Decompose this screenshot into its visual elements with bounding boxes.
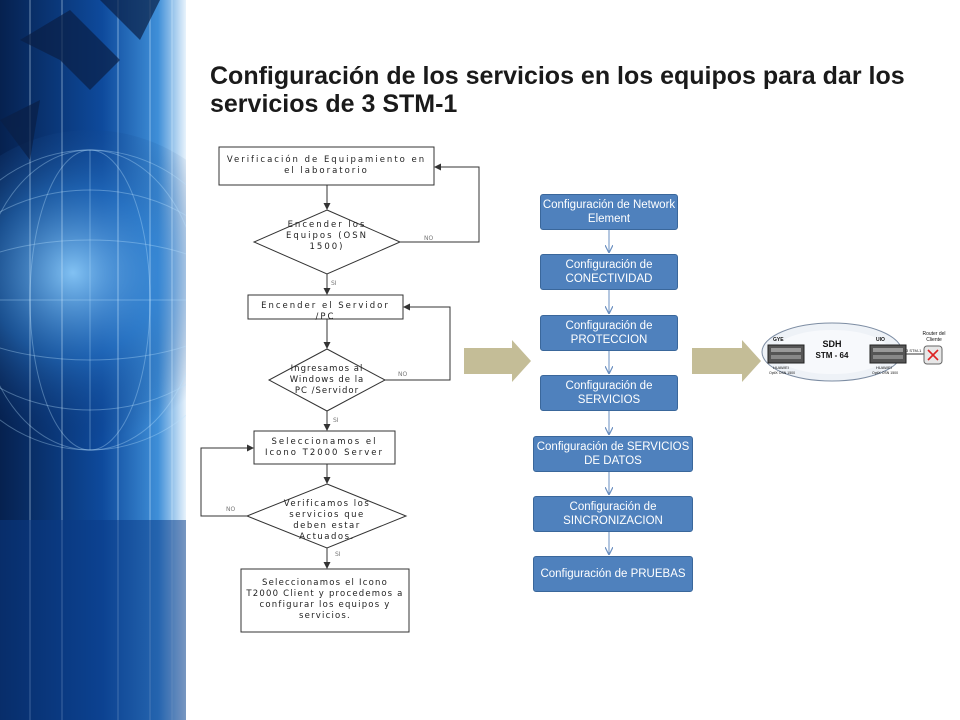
flow-box-t2000-server-label: Seleccionamos el Icono T2000 Server (264, 437, 385, 458)
device-left-icon (767, 344, 805, 364)
yes-label-3: SI (335, 551, 341, 558)
flow-box-t2000-client (240, 568, 410, 633)
flow-decision-services-label: Verificamos los servicios que deben esta… (283, 499, 371, 542)
yes-label-2: SI (333, 417, 339, 424)
device-right-icon (869, 344, 907, 364)
router-icon (923, 345, 943, 365)
no-label-1: NO (424, 235, 434, 242)
step-proteccion: Configuración de PROTECCION (540, 315, 678, 351)
step-sincronizacion: Configuración de SINCRONIZACION (533, 496, 693, 532)
link-label: 3 STM-1 (906, 348, 922, 353)
flow-box-verification-label: Verificación de Equipamiento en el labor… (226, 155, 427, 176)
device-right-sublabel: OptiX OSN 1500 (872, 371, 899, 375)
globe-background-image (0, 0, 186, 720)
flow-decision-windows-label: Ingresamos al Windows de la PC /Servidor (289, 364, 365, 396)
step-conectividad: Configuración de CONECTIVIDAD (540, 254, 678, 290)
sidebar-background (0, 0, 186, 720)
router-label: Router del Cliente (922, 331, 946, 343)
no-label-3: NO (226, 506, 236, 513)
flow-box-t2000-server (253, 430, 396, 465)
slide-title: Configuración de los servicios en los eq… (210, 62, 905, 118)
flow-box-t2000-client-label: Seleccionamos el Icono T2000 Client y pr… (246, 578, 404, 621)
cloud-sublabel: STM - 64 (815, 351, 849, 360)
cloud-label: SDH (822, 339, 842, 349)
step-network-element: Configuración de Network Element (540, 194, 678, 230)
no-label-2: NO (398, 371, 408, 378)
site-left-label: GYE (773, 337, 784, 343)
yes-label-1: SI (331, 280, 337, 287)
site-right-label: UIO (876, 337, 885, 343)
network-illustration (761, 322, 943, 382)
block-arrow-left (464, 340, 531, 382)
step-servicios: Configuración de SERVICIOS (540, 375, 678, 411)
flow-box-server (247, 294, 404, 320)
step-pruebas: Configuración de PRUEBAS (533, 556, 693, 592)
flow-box-verification (218, 146, 435, 186)
step-servicios-datos: Configuración de SERVICIOS DE DATOS (533, 436, 693, 472)
device-right-label: HUAWEI (876, 365, 892, 370)
device-left-sublabel: OptiX OSN 1500 (769, 371, 796, 375)
flow-box-server-label: Encender el Servidor /PC (261, 301, 390, 322)
device-left-label: HUAWEI (773, 365, 789, 370)
block-arrow-right (692, 340, 761, 382)
flow-decision-power-on-label: Encender los Equipos (OSN 1500) (285, 220, 368, 252)
